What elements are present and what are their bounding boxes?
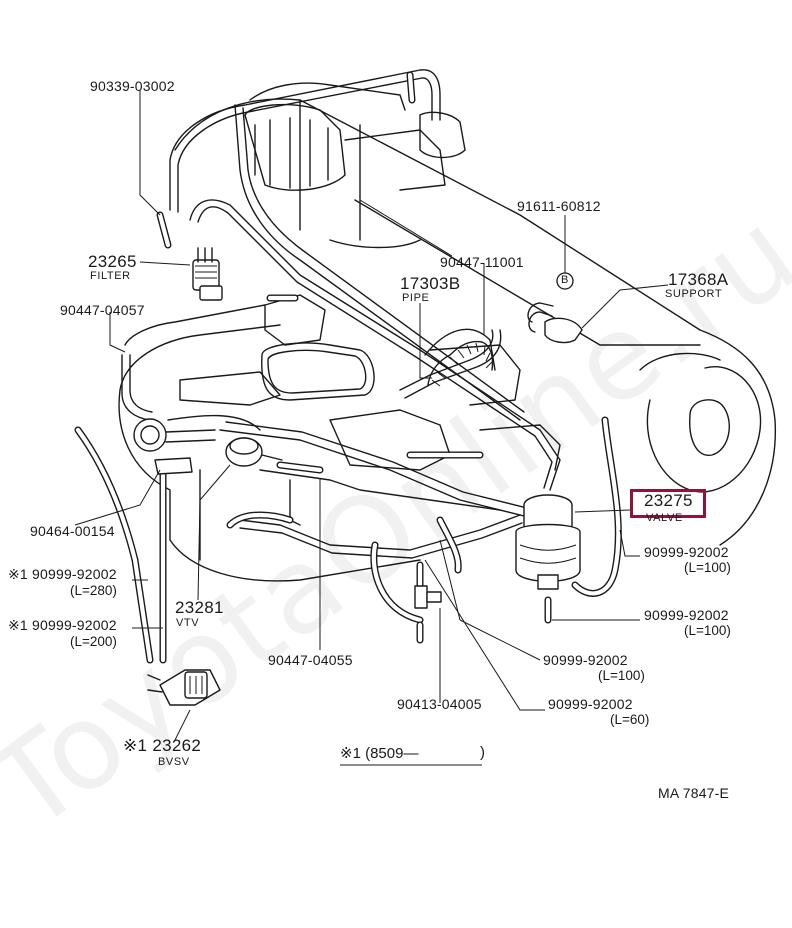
part-label-91611-60812[interactable]: 91611-60812 [517,198,601,214]
hose-length-l200: (L=200) [70,634,117,649]
part-label-17368a[interactable]: 17368A [668,270,729,289]
production-date-note-end: ) [480,744,485,761]
part-label-90413-04005[interactable]: 90413-04005 [397,696,482,712]
rubber-hoses [74,71,622,664]
bvsv-part [147,669,221,706]
part-label-90999-92002-f[interactable]: 90999-92002 [548,696,633,712]
part-label-90447-04057[interactable]: 90447-04057 [60,302,145,318]
part-label-90464-00154[interactable]: 90464-00154 [30,523,115,539]
part-label-23275[interactable]: 23275 [644,491,693,510]
part-name-valve: VALVE [646,512,683,524]
part-name-support: SUPPORT [665,288,723,300]
part-label-90339-03002[interactable]: 90339-03002 [90,78,175,94]
leader-lines [74,90,669,766]
hose-length-d: (L=100) [684,623,731,638]
valve-part [515,494,581,590]
part-label-90999-92002-c[interactable]: 90999-92002 [644,544,729,560]
tee-fitting [414,585,442,609]
part-label-90447-11001[interactable]: 90447-11001 [440,254,524,270]
callout-b-circle [556,272,574,290]
part-label-17303b[interactable]: 17303B [400,274,461,293]
support-part [527,302,583,344]
part-label-90999-92002-d[interactable]: 90999-92002 [644,607,729,623]
part-label-23262[interactable]: ※1 23262 [123,736,202,755]
part-label-90999-92002-e[interactable]: 90999-92002 [543,652,628,668]
pipe-coil-protector [427,340,494,387]
diagram-reference-code: MA 7847-E [658,785,730,801]
vtv-part [225,437,283,467]
part-label-23281[interactable]: 23281 [175,598,224,617]
part-label-90999-92002-l200[interactable]: ※1 90999-92002 [8,617,117,633]
hose-length-c: (L=100) [684,560,731,575]
part-name-vtv: VTV [176,617,200,629]
highlight-box [630,489,706,518]
part-name-filter: FILTER [90,270,131,282]
part-label-90999-92002-l280[interactable]: ※1 90999-92002 [8,566,117,582]
filter-part [192,247,223,301]
clamp-part [133,418,216,475]
production-date-note: ※1 (8509— [340,745,419,762]
part-label-23265[interactable]: 23265 [88,252,137,271]
hose-length-e: (L=100) [598,668,645,683]
part-label-90447-04055[interactable]: 90447-04055 [268,652,353,668]
hose-length-l280: (L=280) [70,583,117,598]
hose-length-f: (L=60) [610,712,650,727]
part-name-pipe: PIPE [402,292,430,304]
part-name-bvsv: BVSV [158,756,190,768]
callout-b-letter: B [561,274,569,286]
